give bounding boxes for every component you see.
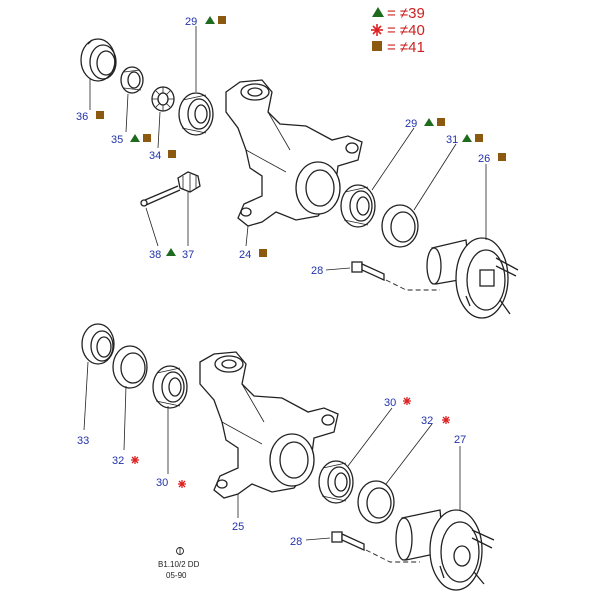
square-icon (259, 249, 267, 257)
label-32-right: 32 (421, 415, 433, 427)
label-29-top: 29 (185, 16, 197, 28)
hub-26-drawing (426, 237, 519, 319)
knuckle-24-drawing (225, 79, 363, 227)
reference-date: 05-90 (166, 571, 187, 580)
triangle-icon (205, 16, 215, 24)
bearing-29a-drawing (178, 92, 214, 136)
lower-leader-lines (83, 361, 461, 541)
label-30-left: 30 (156, 477, 168, 489)
pin-38-drawing (140, 185, 181, 207)
label-27: 27 (454, 434, 466, 446)
legend-text-41: = ≠41 (387, 39, 425, 56)
seal-33-drawing (81, 323, 115, 365)
legend-square-icon (372, 41, 382, 51)
label-36: 36 (76, 111, 88, 123)
square-icon (498, 153, 506, 161)
lower-labels: 33 32 30 25 30 32 27 28 (77, 397, 466, 548)
bearing-30b-drawing (318, 460, 354, 504)
square-icon (218, 16, 226, 24)
bearing-29b-drawing (340, 184, 376, 228)
triangle-icon (424, 118, 434, 126)
triangle-icon (166, 248, 176, 256)
legend-text-40: = ≠40 (387, 22, 425, 39)
square-icon (143, 134, 151, 142)
asterisk-icon (131, 456, 139, 464)
label-30-right: 30 (384, 397, 396, 409)
label-25: 25 (232, 521, 244, 533)
triangle-icon (462, 134, 472, 142)
legend-triangle-icon (372, 7, 384, 17)
square-icon (168, 150, 176, 158)
triangle-icon (130, 134, 140, 142)
bolt-28-lower-drawing (331, 531, 420, 563)
bolt-28-drawing (351, 261, 440, 291)
label-24: 24 (239, 249, 251, 261)
ring-35-drawing (120, 66, 144, 94)
asterisk-icon (403, 397, 411, 405)
square-icon (437, 118, 445, 126)
label-29-right: 29 (405, 118, 417, 130)
asterisk-icon (442, 416, 450, 424)
upper-labels: 29 36 35 34 38 37 24 29 31 26 28 (76, 16, 506, 277)
ring-32a-drawing (112, 345, 148, 389)
reference-code: B1.10/2 DD (158, 560, 200, 569)
seal-36-drawing (80, 38, 117, 82)
label-37: 37 (182, 249, 194, 261)
legend-asterisk-icon (371, 24, 383, 36)
label-34: 34 (149, 150, 161, 162)
label-38: 38 (149, 249, 161, 261)
label-28-upper: 28 (311, 265, 323, 277)
reference-block: B1.10/2 DD 05-90 (158, 547, 200, 580)
square-icon (475, 134, 483, 142)
upper-leader-lines (89, 26, 487, 271)
retainer-37-drawing (177, 171, 201, 193)
hub-27-drawing (395, 509, 495, 591)
bearing-30a-drawing (152, 365, 188, 409)
label-26: 26 (478, 153, 490, 165)
legend: = ≠39 = ≠40 = ≠41 (371, 5, 425, 56)
seal-31-drawing (381, 204, 419, 248)
label-31: 31 (446, 134, 458, 146)
label-28-lower: 28 (290, 536, 302, 548)
upper-assembly: 29 36 35 34 38 37 24 29 31 26 28 (76, 16, 519, 319)
legend-text-39: = ≠39 (387, 5, 425, 22)
asterisk-icon (178, 480, 186, 488)
reference-circle-icon (176, 547, 184, 555)
label-35: 35 (111, 134, 123, 146)
label-32-left: 32 (112, 455, 124, 467)
lower-assembly: 33 32 30 25 30 32 27 28 (77, 323, 495, 591)
ring-32b-drawing (357, 480, 395, 524)
knuckle-25-drawing (199, 351, 339, 499)
washer-34-drawing (151, 86, 175, 112)
label-33: 33 (77, 435, 89, 447)
square-icon (96, 111, 104, 119)
